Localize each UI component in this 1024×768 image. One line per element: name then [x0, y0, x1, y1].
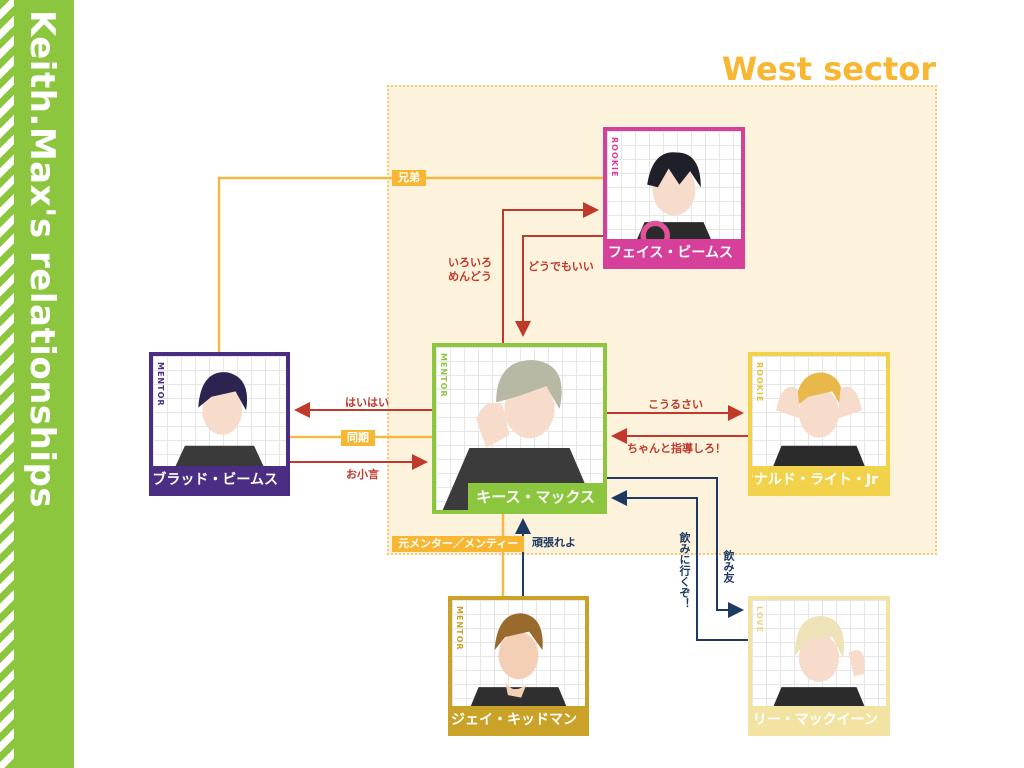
- label-nomi-ni: 飲みに行くぞ！: [678, 532, 691, 609]
- banner-stripes: [0, 0, 14, 768]
- jay-role: MENTOR: [455, 606, 464, 651]
- card-leonard[interactable]: ROOKIE レオナルド・ライト・Jr: [748, 352, 890, 496]
- label-haihai: はいはい: [345, 396, 389, 409]
- label-doudemo: どうでもいい: [528, 260, 594, 273]
- sector-title: West sector: [721, 50, 936, 88]
- label-nomi-tomo: 飲み友: [722, 550, 735, 583]
- card-keith[interactable]: MENTOR キース・マックス: [432, 343, 607, 514]
- arrow-keith-to-lily: [607, 477, 744, 618]
- leonard-role: ROOKIE: [755, 362, 764, 403]
- leonard-name: レオナルド・ライト・Jr: [752, 466, 886, 492]
- card-faith[interactable]: ROOKIE フェイス・ビームス: [603, 127, 745, 269]
- label-chanto: ちゃんと指導しろ！: [627, 442, 726, 455]
- label-kourusai: こうるさい: [648, 398, 703, 411]
- keith-role: MENTOR: [439, 353, 448, 398]
- brad-name: ブラッド・ビームス: [153, 466, 286, 492]
- keith-name: キース・マックス: [468, 483, 603, 510]
- label-iroiro: いろいろ めんどう: [448, 256, 492, 283]
- arrow-keith-to-faith: [502, 202, 599, 345]
- card-lily[interactable]: LOVE リリー・マックイーン: [748, 596, 890, 736]
- card-brad[interactable]: MENTOR ブラッド・ビームス: [149, 352, 290, 496]
- brad-role: MENTOR: [156, 362, 165, 407]
- arrow-lily-to-keith: [611, 490, 748, 641]
- label-douki: 同期: [341, 430, 375, 446]
- arrow-faith-to-keith: [515, 235, 603, 337]
- label-okogoto: お小言: [346, 468, 379, 481]
- lily-name: リリー・マックイーン: [752, 706, 886, 732]
- label-brothers: 兄弟: [392, 170, 426, 186]
- line-brothers: [217, 176, 603, 352]
- side-banner: Keith.Max's relationships: [0, 0, 74, 768]
- card-jay[interactable]: MENTOR ジェイ・キッドマン: [448, 596, 589, 736]
- label-moto-mentor: 元メンター／メンティー: [392, 536, 525, 552]
- banner-title: Keith.Max's relationships: [22, 10, 62, 509]
- lily-role: LOVE: [755, 606, 764, 634]
- faith-name: フェイス・ビームス: [607, 239, 741, 265]
- label-ganbare: 頑張れよ: [532, 536, 576, 549]
- faith-role: ROOKIE: [610, 137, 619, 178]
- jay-name: ジェイ・キッドマン: [452, 706, 585, 732]
